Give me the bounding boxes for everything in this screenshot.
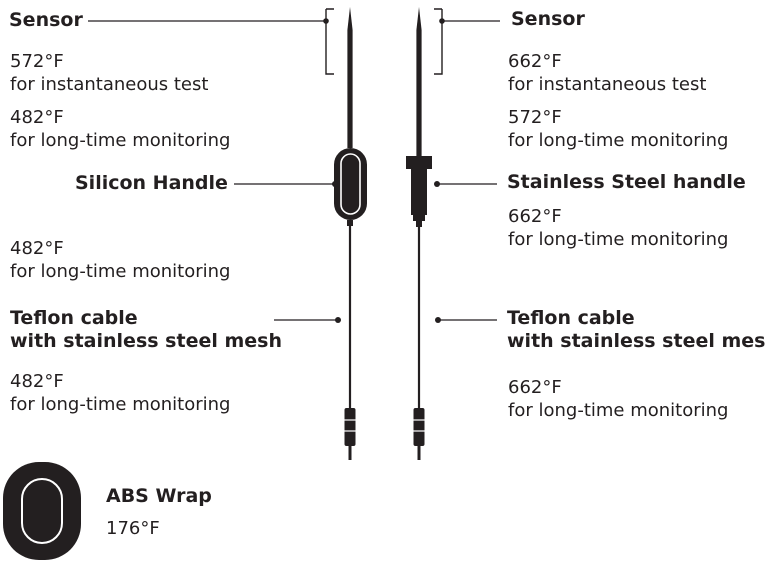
right-handle-note: for long-time monitoring [508, 229, 729, 250]
right-probe [406, 7, 432, 460]
abs-wrap-title: ABS Wrap [106, 485, 212, 507]
right-sensor-monitor-note: for long-time monitoring [508, 130, 729, 151]
left-probe [334, 7, 367, 460]
right-sensor-instant-note: for instantaneous test [508, 74, 707, 95]
left-sensor-monitor-note: for long-time monitoring [10, 130, 231, 151]
abs-wrap-icon [3, 462, 81, 560]
left-cable-dot [335, 317, 341, 323]
left-handle-inner-outline [340, 153, 361, 215]
left-handle-note: for long-time monitoring [10, 261, 231, 282]
right-probe-plug [413, 408, 425, 446]
right-probe-handle-collar [406, 156, 432, 169]
right-cable-temp: 662°F [508, 377, 562, 398]
right-probe-needle [416, 7, 422, 156]
left-cable-temp: 482°F [10, 371, 64, 392]
left-sensor-monitor-temp: 482°F [10, 107, 64, 128]
right-probe-stainless-handle [411, 169, 427, 215]
right-probe-plug-pin [417, 446, 421, 460]
right-probe-handle-base [413, 215, 425, 221]
left-handle-dot [332, 181, 338, 187]
right-sensor-title: Sensor [511, 8, 585, 30]
left-sensor-instant-temp: 572°F [10, 51, 64, 72]
left-sensor-instant-note: for instantaneous test [10, 74, 209, 95]
right-cable-note: for long-time monitoring [508, 400, 729, 421]
right-handle-dot [434, 181, 440, 187]
right-cable-dot [435, 317, 441, 323]
left-probe-plug [344, 408, 356, 446]
left-sensor-title: Sensor [9, 9, 83, 31]
left-probe-cable-top [347, 220, 353, 226]
right-sensor-monitor-temp: 572°F [508, 107, 562, 128]
right-handle-temp: 662°F [508, 206, 562, 227]
right-sensor-instant-temp: 662°F [508, 51, 562, 72]
right-sensor-bracket [434, 8, 443, 75]
left-cable-note: for long-time monitoring [10, 394, 231, 415]
callout-dots [323, 18, 445, 323]
left-probe-silicon-handle [334, 148, 367, 220]
right-cable-title-line1: Teflon cable [507, 307, 635, 329]
left-handle-title: Silicon Handle [75, 172, 228, 194]
left-sensor-dot [323, 18, 329, 24]
left-probe-needle [347, 7, 353, 148]
right-cable-title-line2: with stainless steel mesh [507, 330, 765, 352]
callout-lines [88, 20, 500, 321]
right-sensor-dot [439, 18, 445, 24]
left-cable-title-line2: with stainless steel mesh [10, 330, 282, 352]
left-cable-title-line1: Teflon cable [10, 307, 138, 329]
left-handle-temp: 482°F [10, 238, 64, 259]
right-handle-title: Stainless Steel handle [507, 171, 746, 193]
sensor-brackets [325, 8, 443, 75]
right-probe-cable-top [416, 221, 422, 227]
left-sensor-bracket [325, 8, 334, 75]
left-probe-plug-pin [348, 446, 352, 460]
abs-wrap-temp: 176°F [106, 518, 160, 539]
